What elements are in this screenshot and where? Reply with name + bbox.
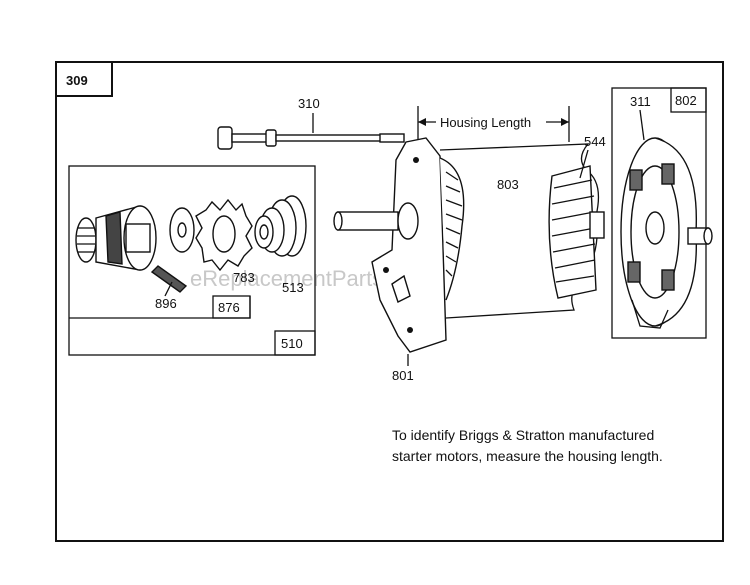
callout-802: 802 xyxy=(675,93,697,108)
drive-assembly-box xyxy=(68,165,316,356)
callout-803: 803 xyxy=(497,177,519,192)
commutator-end-cap-part xyxy=(620,137,713,329)
washer-part xyxy=(169,207,195,253)
spring-part xyxy=(254,195,307,257)
figure-number-box xyxy=(55,61,113,97)
callout-544: 544 xyxy=(584,134,606,149)
callout-896: 896 xyxy=(155,296,177,311)
figure-number: 309 xyxy=(66,73,88,88)
label-box-510 xyxy=(274,330,316,356)
note-line-2: starter motors, measure the housing leng… xyxy=(392,448,663,464)
callout-513: 513 xyxy=(282,280,304,295)
callout-line-311 xyxy=(639,109,645,141)
note-line-1: To identify Briggs & Stratton manufactur… xyxy=(392,427,654,443)
through-bolt-part xyxy=(217,126,405,150)
callout-310: 310 xyxy=(298,96,320,111)
end-cap-group-box xyxy=(611,87,707,339)
label-box-876 xyxy=(212,295,251,319)
drive-clutch-part xyxy=(75,205,157,271)
diagram-frame xyxy=(55,61,724,542)
dimension-label: Housing Length xyxy=(440,115,531,130)
armature-part xyxy=(548,165,605,299)
dimension-arrow-left xyxy=(418,118,426,126)
callout-line-896 xyxy=(164,281,173,297)
callout-line-544 xyxy=(579,149,589,179)
callout-783: 783 xyxy=(233,270,255,285)
pinion-gear-part xyxy=(195,198,253,272)
label-box-802 xyxy=(670,87,707,113)
callout-510: 510 xyxy=(281,336,303,351)
callout-801: 801 xyxy=(392,368,414,383)
callout-876: 876 xyxy=(218,300,240,315)
callout-311: 311 xyxy=(630,94,651,109)
drive-end-cap-part xyxy=(333,137,465,353)
dimension-arrow-right xyxy=(561,118,569,126)
